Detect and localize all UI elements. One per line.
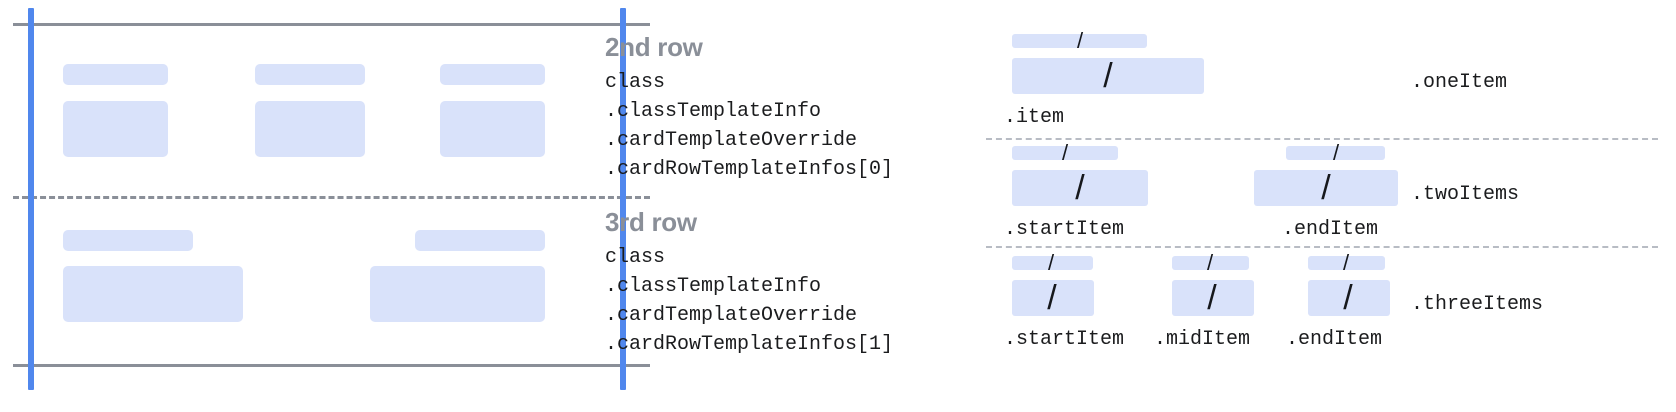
item-content-bar — [1172, 280, 1254, 316]
variant-separator-dashed — [986, 138, 1658, 140]
item-label-bar — [1012, 256, 1093, 270]
card-right-guide-line — [620, 8, 626, 390]
slash-glyph: / — [1047, 250, 1055, 275]
annotation-code-line: .classTemplateInfo — [605, 100, 822, 123]
item-name-label: .startItem — [1004, 328, 1125, 351]
item-content-bar — [1308, 280, 1390, 316]
item-content-bar — [1012, 170, 1148, 206]
slash-glyph: / — [1047, 279, 1057, 317]
annotation-code-line: .cardTemplateOverride — [605, 304, 858, 327]
slash-glyph: / — [1075, 169, 1085, 207]
annotation-code-line: class — [605, 246, 666, 269]
item-label-bar — [1172, 256, 1249, 270]
row-layout-variants-panel: / / .item .oneItem / / .startItem / / .e… — [986, 0, 1676, 412]
cell-content-bar — [440, 101, 545, 157]
item-content-bar — [1012, 280, 1094, 316]
annotation-code-line: class — [605, 71, 666, 94]
variant-separator-dashed — [986, 246, 1658, 248]
slash-glyph: / — [1343, 279, 1353, 317]
annotation-group-third-row: 3rd row class .classTemplateInfo .cardTe… — [605, 207, 893, 359]
annotation-group-second-row: 2nd row class .classTemplateInfo .cardTe… — [605, 32, 893, 184]
cell-content-bar — [63, 266, 243, 322]
annotation-code-line: .cardTemplateOverride — [605, 129, 858, 152]
annotation-code-line: .classTemplateInfo — [605, 275, 822, 298]
annotation-code-line: .cardRowTemplateInfos[1] — [605, 333, 894, 356]
cell-label-bar — [415, 230, 545, 251]
item-name-label: .endItem — [1282, 218, 1379, 241]
slash-glyph: / — [1332, 140, 1340, 165]
item-name-label: .item — [1004, 106, 1065, 129]
slash-glyph: / — [1103, 57, 1113, 95]
cell-label-bar — [63, 64, 168, 85]
annotation-title: 3rd row — [605, 207, 697, 237]
slash-glyph: / — [1206, 250, 1214, 275]
item-label-bar — [1286, 146, 1385, 160]
cell-content-bar — [63, 101, 168, 157]
slash-glyph: / — [1321, 169, 1331, 207]
item-name-label: .endItem — [1286, 328, 1383, 351]
item-label-bar — [1308, 256, 1385, 270]
item-label-bar — [1012, 146, 1118, 160]
cell-content-bar — [370, 266, 545, 322]
cell-label-bar — [255, 64, 365, 85]
slash-glyph: / — [1207, 279, 1217, 317]
row-divider-dashed-rule — [13, 196, 650, 199]
card-bottom-boundary-rule — [13, 364, 650, 367]
slash-glyph: / — [1342, 250, 1350, 275]
variant-tag-label: .oneItem — [1411, 71, 1508, 94]
item-label-bar — [1012, 34, 1147, 48]
cell-content-bar — [255, 101, 365, 157]
item-name-label: .startItem — [1004, 218, 1125, 241]
slash-glyph: / — [1076, 28, 1084, 53]
left-card-template-diagram — [0, 0, 660, 412]
item-content-bar — [1254, 170, 1398, 206]
variant-tag-label: .twoItems — [1411, 183, 1520, 206]
card-left-guide-line — [28, 8, 34, 390]
cell-label-bar — [440, 64, 545, 85]
annotation-code-line: .cardRowTemplateInfos[0] — [605, 158, 894, 181]
card-top-boundary-rule — [13, 23, 650, 26]
item-content-bar — [1012, 58, 1204, 94]
cell-label-bar — [63, 230, 193, 251]
variant-tag-label: .threeItems — [1411, 293, 1544, 316]
slash-glyph: / — [1061, 140, 1069, 165]
annotation-title: 2nd row — [605, 32, 703, 62]
item-name-label: .midItem — [1154, 328, 1251, 351]
